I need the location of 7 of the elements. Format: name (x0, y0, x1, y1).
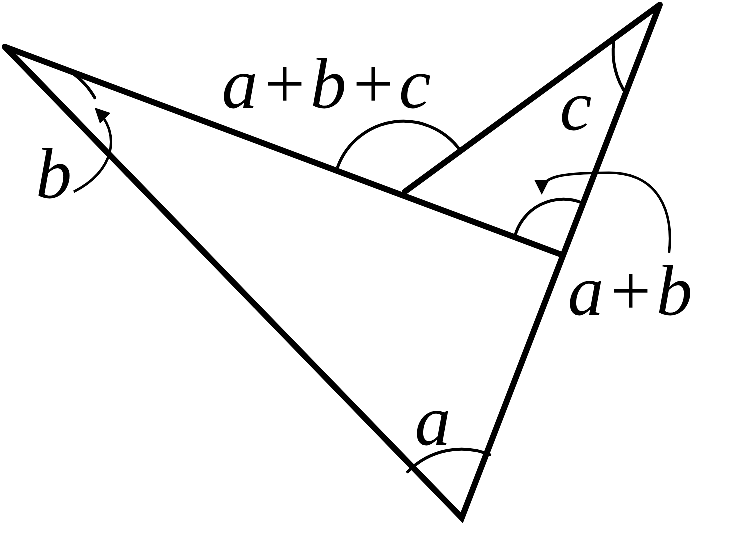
leader-arrow (73, 108, 112, 194)
leader-arrow (536, 172, 672, 254)
angle-label: b (36, 138, 74, 210)
angle-label: a+b+c (222, 48, 434, 120)
angle-label: a+b (568, 255, 695, 327)
angle-label: c (560, 70, 594, 142)
angle-label: a (415, 385, 453, 457)
